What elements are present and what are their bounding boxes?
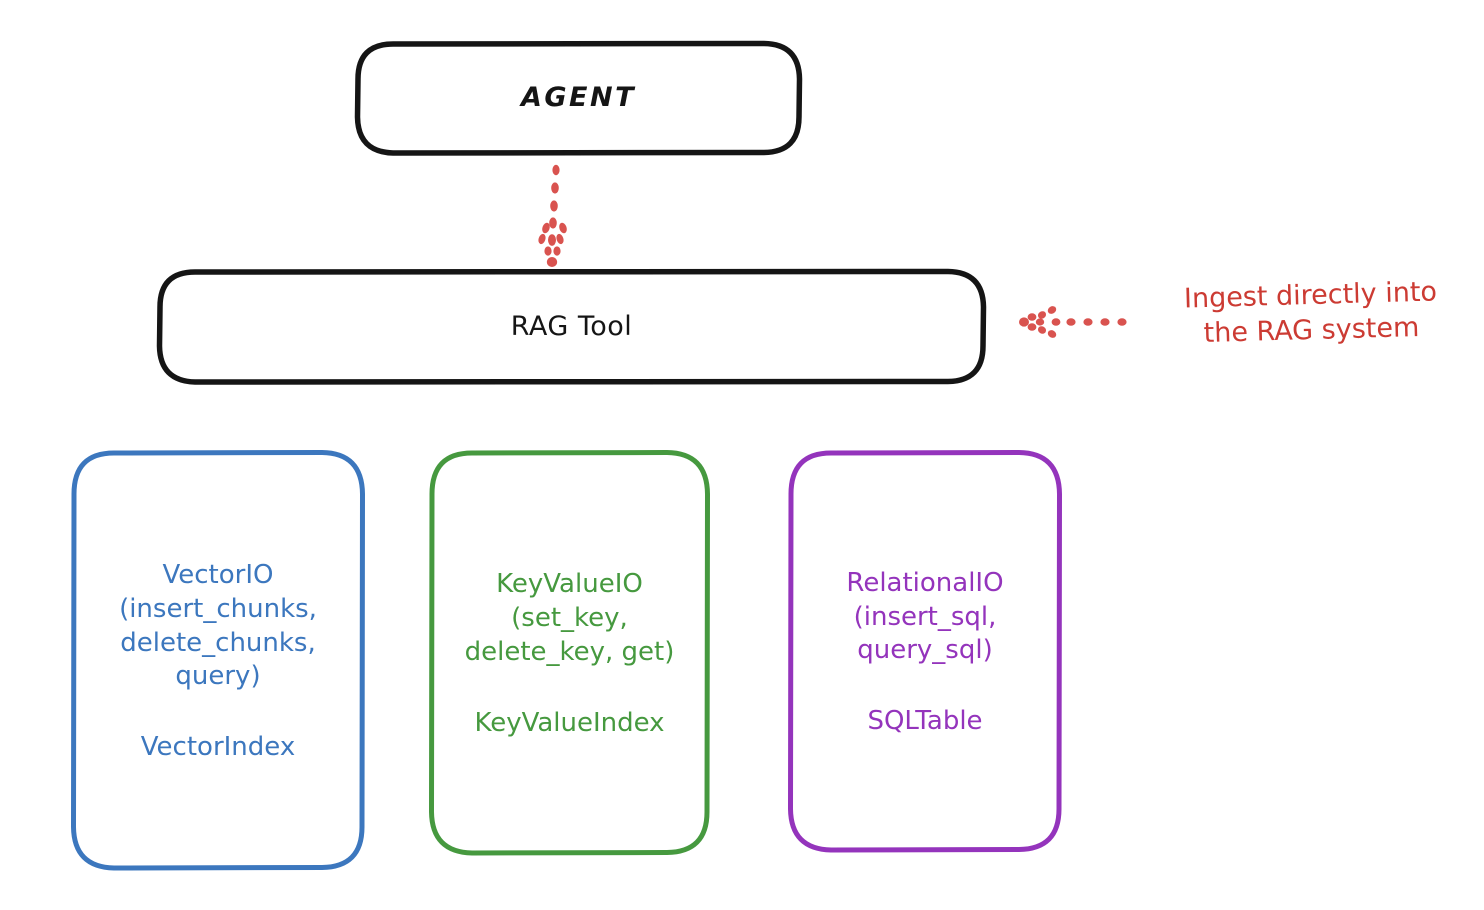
node-vector-io[interactable]: VectorIO (insert_chunks, delete_chunks, …: [70, 450, 366, 871]
annotation-ingest-label: Ingest directly into the RAG system: [1183, 276, 1438, 349]
relational-io-sub-label: SQLTable: [867, 706, 983, 737]
key-value-io-sub-label: KeyValueIndex: [474, 707, 665, 738]
agent-label: AGENT: [520, 82, 636, 114]
connector-agent-to-rag-tool: [538, 164, 567, 267]
key-value-io-label: KeyValueIO (set_key, delete_key, get): [464, 569, 675, 667]
rag-tool-label: RAG Tool: [510, 310, 633, 342]
node-relational-io[interactable]: RelationalIO (insert_sql, query_sql) SQL…: [787, 450, 1063, 853]
connector-annotation-to-rag-tool: [1019, 306, 1127, 338]
vector-io-label: VectorIO (insert_chunks, delete_chunks, …: [119, 559, 317, 692]
vector-io-sub-label: VectorIndex: [140, 732, 296, 763]
node-rag-tool[interactable]: RAG Tool: [156, 268, 987, 385]
node-agent[interactable]: AGENT: [354, 40, 803, 156]
relational-io-label: RelationalIO (insert_sql, query_sql): [846, 567, 1004, 666]
node-key-value-io[interactable]: KeyValueIO (set_key, delete_key, get) Ke…: [428, 450, 711, 856]
